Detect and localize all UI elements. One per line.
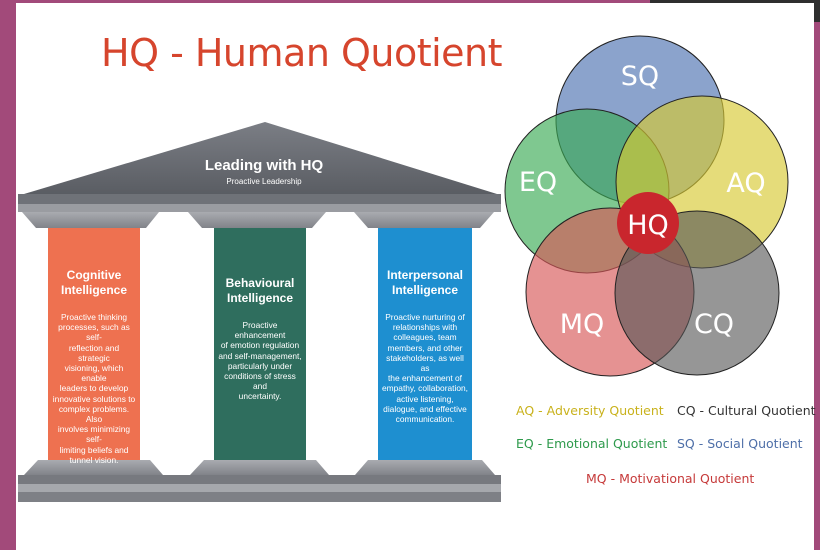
- capital-cognitive: [22, 212, 159, 228]
- pillar-body-line: leaders to develop: [59, 383, 129, 394]
- pillar-cognitive: [48, 228, 140, 460]
- pillar-body-line: visioning, which enable: [64, 363, 124, 384]
- pillar-cognitive-title: Cognitive Intelligence: [52, 268, 136, 298]
- pillar-body-line: dialogue, and effective: [383, 403, 467, 414]
- temple-roof: Leading with HQ Proactive Leadership: [18, 122, 501, 212]
- pillar-title-line: Intelligence: [60, 283, 128, 297]
- roof-title: Leading with HQ: [205, 157, 324, 174]
- pillar-interpersonal-title: Interpersonal Intelligence: [381, 268, 469, 298]
- pillar-title-line: Intelligence: [391, 283, 459, 297]
- pillar-bases: [24, 460, 495, 475]
- roof-subtitle: Proactive Leadership: [226, 177, 302, 186]
- pillar-interpersonal-text: Interpersonal Intelligence Proactive nur…: [381, 268, 469, 424]
- pillar-body-line: Proactive nurturing of: [385, 312, 465, 322]
- pillar-cognitive-description: Proactive thinking processes, such as se…: [52, 312, 136, 465]
- pillar-body-line: communication.: [395, 414, 455, 425]
- pillar-body-line: active listening,: [396, 393, 454, 404]
- pillar-behavioural-description: Proactive enhancement of emotion regulat…: [218, 320, 302, 402]
- pillar-behavioural-text: Behavioural Intelligence Proactive enhan…: [218, 276, 302, 402]
- legend-cq: CQ - Cultural Quotient: [677, 403, 816, 418]
- roof-beam-light: [18, 204, 501, 212]
- slide: HQ - Human Quotient Leading with HQ Proa…: [16, 3, 816, 550]
- pillar-body-line: of emotion regulation: [220, 340, 300, 351]
- pillar-interpersonal-description: Proactive nurturing of relationships wit…: [381, 312, 469, 424]
- venn-center-hq: [617, 192, 679, 254]
- venn-label-mq: MQ: [560, 309, 605, 340]
- pillar-body-line: the enhancement of: [387, 373, 463, 384]
- pillar-body-line: and self-management,: [218, 350, 302, 361]
- pillar-title-line: Interpersonal: [386, 268, 464, 282]
- legend-sq: SQ - Social Quotient: [677, 436, 803, 451]
- legend-mq: MQ - Motivational Quotient: [586, 471, 755, 486]
- pillar-title-line: Behavioural: [225, 276, 295, 290]
- temple-step-3: [18, 492, 501, 502]
- pillar-behavioural: [214, 228, 306, 460]
- pillar-body-line: tunnel vision.: [69, 454, 119, 465]
- pillar-body-line: empathy, collaboration,: [382, 383, 468, 394]
- base-cognitive: [24, 460, 163, 475]
- pillar-body-line: relationships with: [392, 322, 458, 333]
- pillar-title-line: Cognitive: [66, 268, 122, 282]
- temple-step-2: [18, 484, 501, 492]
- pillar-body-line: complex problems. Also: [58, 403, 130, 425]
- pillar-body-line: uncertainty.: [238, 391, 282, 402]
- venn-label-hq: HQ: [627, 210, 669, 241]
- pillar-body-line: particularly under: [227, 360, 293, 371]
- capital-interpersonal: [354, 212, 494, 228]
- diagram-canvas: Leading with HQ Proactive Leadership: [18, 35, 789, 502]
- page-title: HQ - Human Quotient: [101, 31, 503, 75]
- roof-pediment: [24, 122, 497, 194]
- pillar-body-line: conditions of stress and: [224, 371, 296, 392]
- roof-beam: [18, 194, 501, 204]
- pillar-title-line: Intelligence: [226, 291, 294, 305]
- pillar-body-line: Proactive thinking: [60, 312, 128, 322]
- legend-aq: AQ - Adversity Quotient: [516, 403, 664, 418]
- base-interpersonal: [355, 460, 495, 475]
- pillar-body-line: stakeholders, as well as: [386, 352, 464, 374]
- pillar-interpersonal: [378, 228, 472, 460]
- pillar-body-line: reflection and strategic: [68, 342, 120, 363]
- venn-label-eq: EQ: [519, 167, 557, 198]
- pillar-body-line: colleagues, team: [393, 332, 457, 343]
- pillar-body-line: Proactive enhancement: [234, 320, 286, 341]
- venn-diagram: [504, 35, 789, 377]
- pillar-body-line: innovative solutions to: [52, 393, 136, 404]
- pillar-capitals: [22, 212, 494, 228]
- legend-eq: EQ - Emotional Quotient: [516, 436, 668, 451]
- venn-labels: SQ EQ AQ MQ CQ HQ: [519, 61, 766, 340]
- pillar-body-line: members, and other: [387, 342, 463, 353]
- venn-label-cq: CQ: [694, 309, 734, 340]
- venn-label-aq: AQ: [726, 168, 765, 199]
- pillar-body-line: limiting beliefs and: [59, 444, 129, 455]
- pillar-behavioural-title: Behavioural Intelligence: [218, 276, 302, 306]
- pillar-cognitive-text: Cognitive Intelligence Proactive thinkin…: [52, 268, 136, 465]
- pillar-body-line: processes, such as self-: [58, 322, 130, 343]
- capital-behavioural: [188, 212, 326, 228]
- pillar-body-line: involves minimizing self-: [57, 424, 131, 445]
- base-behavioural: [190, 460, 329, 475]
- venn-label-sq: SQ: [621, 61, 659, 92]
- temple-step-1: [18, 475, 501, 484]
